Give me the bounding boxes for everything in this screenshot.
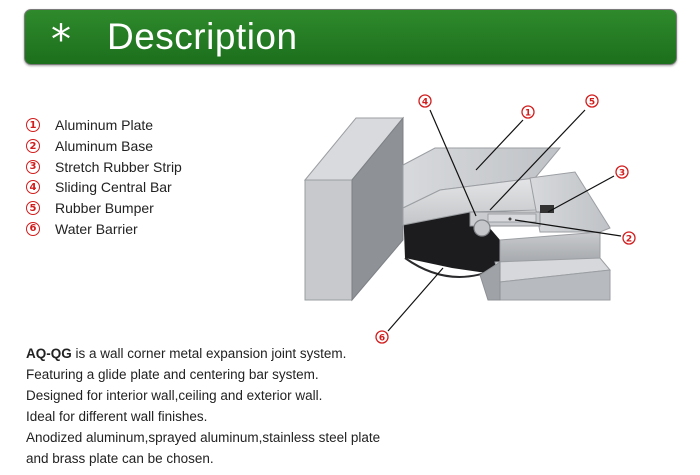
marker-3: 3 — [615, 165, 629, 179]
part-label: Sliding Central Bar — [55, 179, 172, 196]
marker-label: 4 — [422, 98, 428, 108]
list-item: 4 Sliding Central Bar — [26, 177, 182, 198]
description-line: Ideal for different wall finishes. — [26, 409, 208, 424]
part-label: Rubber Bumper — [55, 200, 154, 217]
leader-lines — [387, 109, 622, 332]
asterisk-icon: * — [51, 17, 71, 63]
marker-label: 5 — [589, 98, 595, 108]
marker-label: 2 — [626, 235, 632, 245]
part-number-badge: 1 — [26, 118, 40, 133]
marker-6: 6 — [375, 330, 389, 344]
model-name: AQ-QG — [26, 346, 72, 361]
part-number-badge: 3 — [26, 159, 40, 174]
marker-1: 1 — [521, 105, 535, 119]
list-item: 2 Aluminum Base — [26, 136, 182, 157]
part-number-badge: 4 — [26, 180, 40, 195]
expansion-joint-diagram: 4 1 5 3 2 6 — [303, 94, 636, 344]
left-wall-block — [303, 116, 405, 302]
part-label: Water Barrier — [55, 220, 138, 237]
part-number-badge: 2 — [26, 139, 40, 154]
description-line: AQ-QG is a wall corner metal expansion j… — [26, 343, 380, 364]
section-banner: * Description — [24, 9, 677, 65]
description-line: Anodized aluminum,sprayed aluminum,stain… — [26, 430, 381, 445]
description-line: Designed for interior wall,ceiling and e… — [26, 388, 323, 403]
part-label: Stretch Rubber Strip — [55, 158, 182, 175]
part-label: Aluminum Base — [55, 138, 154, 155]
part-number-badge: 6 — [26, 221, 40, 236]
part-number-badge: 5 — [26, 201, 40, 216]
marker-label: 3 — [619, 169, 625, 179]
parts-list: 1 Aluminum Plate 2 Aluminum Base 3 Stretch … — [26, 115, 182, 239]
list-item: 1 Aluminum Plate — [26, 115, 182, 136]
description-text: is a wall corner metal expansion joint s… — [71, 346, 347, 361]
list-item: 3 Stretch Rubber Strip — [26, 156, 182, 177]
description-line: and brass plate can be chosen. — [26, 451, 214, 466]
part-label: Aluminum Plate — [55, 117, 154, 134]
banner-title: Description — [107, 16, 298, 57]
aluminum-base — [469, 211, 541, 237]
description-line: Featuring a glide plate and centering ba… — [26, 367, 319, 382]
list-item: 6 Water Barrier — [26, 218, 182, 239]
marker-label: 1 — [525, 109, 531, 119]
marker-5: 5 — [585, 94, 599, 108]
product-description: AQ-QG is a wall corner metal expansion j… — [26, 343, 380, 469]
list-item: 5 Rubber Bumper — [26, 198, 182, 219]
aluminum-plate — [402, 147, 562, 226]
marker-label: 6 — [379, 334, 385, 344]
marker-4: 4 — [418, 94, 432, 108]
right-step-block — [479, 171, 611, 301]
marker-2: 2 — [622, 231, 636, 245]
stretch-rubber-strip — [540, 205, 554, 213]
